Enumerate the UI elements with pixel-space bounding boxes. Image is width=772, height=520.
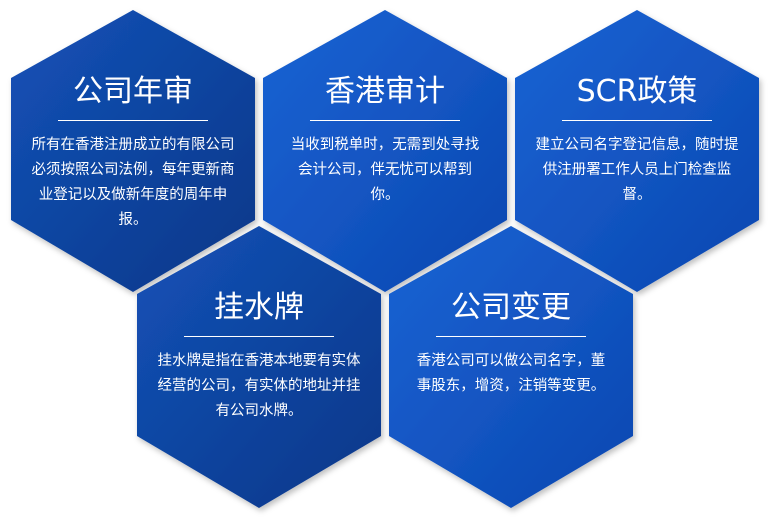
hexagon-description: 所有在香港注册成立的有限公司必须按照公司法例，每年更新商业登记以及做新年度的周年… bbox=[31, 137, 235, 228]
title-divider bbox=[436, 336, 586, 337]
title-divider bbox=[184, 336, 334, 337]
hexagon-hk-audit-content: 香港审计 当收到税单时，无需到处寻找会计公司，伴无忧可以帮到你。 bbox=[275, 74, 495, 208]
hexagon-annual-review-content: 公司年审 所有在香港注册成立的有限公司必须按照公司法例，每年更新商业登记以及做新… bbox=[23, 74, 243, 233]
hexagon-annual-review bbox=[11, 10, 255, 292]
hexagon-signboard-content: 挂水牌 挂水牌是指在香港本地要有实体经营的公司，有实体的地址并挂有公司水牌。 bbox=[149, 290, 369, 424]
hexagon-scr-policy-content: SCR政策 建立公司名字登记信息，随时提供注册署工作人员上门检查监督。 bbox=[527, 74, 747, 208]
hexagon-title: 公司变更 bbox=[451, 290, 571, 325]
hexagon-company-change-content: 公司变更 香港公司可以做公司名字，董事股东，增资，注销等变更。 bbox=[401, 290, 621, 399]
hexagon-company-change bbox=[389, 226, 633, 508]
hexagon-description: 挂水牌是指在香港本地要有实体经营的公司，有实体的地址并挂有公司水牌。 bbox=[157, 353, 361, 419]
hexagon-scr-policy bbox=[515, 10, 759, 292]
hexagon-title: SCR政策 bbox=[576, 74, 698, 109]
hexagon-description: 建立公司名字登记信息，随时提供注册署工作人员上门检查监督。 bbox=[535, 137, 739, 203]
title-divider bbox=[58, 120, 208, 121]
title-divider bbox=[310, 120, 460, 121]
hexagon-signboard bbox=[137, 226, 381, 508]
hexagon-title: 公司年审 bbox=[73, 74, 193, 109]
hexagon-description: 当收到税单时，无需到处寻找会计公司，伴无忧可以帮到你。 bbox=[290, 137, 480, 203]
hexagon-title: 香港审计 bbox=[325, 74, 445, 109]
hexagon-hk-audit bbox=[263, 10, 507, 292]
hexagon-description: 香港公司可以做公司名字，董事股东，增资，注销等变更。 bbox=[416, 353, 606, 394]
title-divider bbox=[562, 120, 712, 121]
hexagon-title: 挂水牌 bbox=[214, 290, 304, 325]
